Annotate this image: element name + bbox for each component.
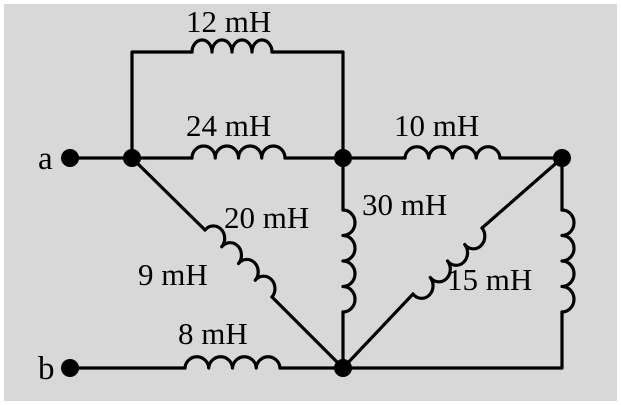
inductor-15-coil <box>560 208 576 314</box>
inductor-30-coil <box>411 226 487 300</box>
inductor-12-label: 12 mH <box>186 4 271 39</box>
wire-diagonal-9 <box>130 156 345 370</box>
terminal-a-label: a <box>38 141 53 177</box>
terminal-b-label: b <box>38 351 55 387</box>
inductor-9-label: 9 mH <box>138 257 208 292</box>
wire-top-loop <box>130 50 345 160</box>
junction-center <box>334 149 352 167</box>
inductor-12-coil <box>190 38 274 54</box>
inductor-20-coil <box>341 208 357 314</box>
wire-diagonal-30 <box>341 156 564 370</box>
inductor-20-label: 20 mH <box>224 200 309 235</box>
inductor-coils <box>183 38 576 370</box>
inductor-9-coil <box>203 224 277 299</box>
junction-bottom <box>334 359 352 377</box>
nodes <box>61 149 571 377</box>
inductor-24-label: 24 mH <box>186 108 271 143</box>
terminal-b-node[interactable] <box>61 359 79 377</box>
inductor-8-coil <box>183 355 282 370</box>
inductor-24-coil <box>190 144 287 160</box>
inductor-15-label: 15 mH <box>447 262 532 297</box>
inductor-10-label: 10 mH <box>394 108 479 143</box>
inductor-30-label: 30 mH <box>362 187 447 222</box>
inductor-8-label: 8 mH <box>178 316 248 351</box>
junction-left <box>123 149 141 167</box>
inductor-10-coil <box>403 145 502 160</box>
wires <box>68 50 564 370</box>
terminal-a-node[interactable] <box>61 149 79 167</box>
junction-right <box>553 149 571 167</box>
diagram-background <box>4 4 617 401</box>
